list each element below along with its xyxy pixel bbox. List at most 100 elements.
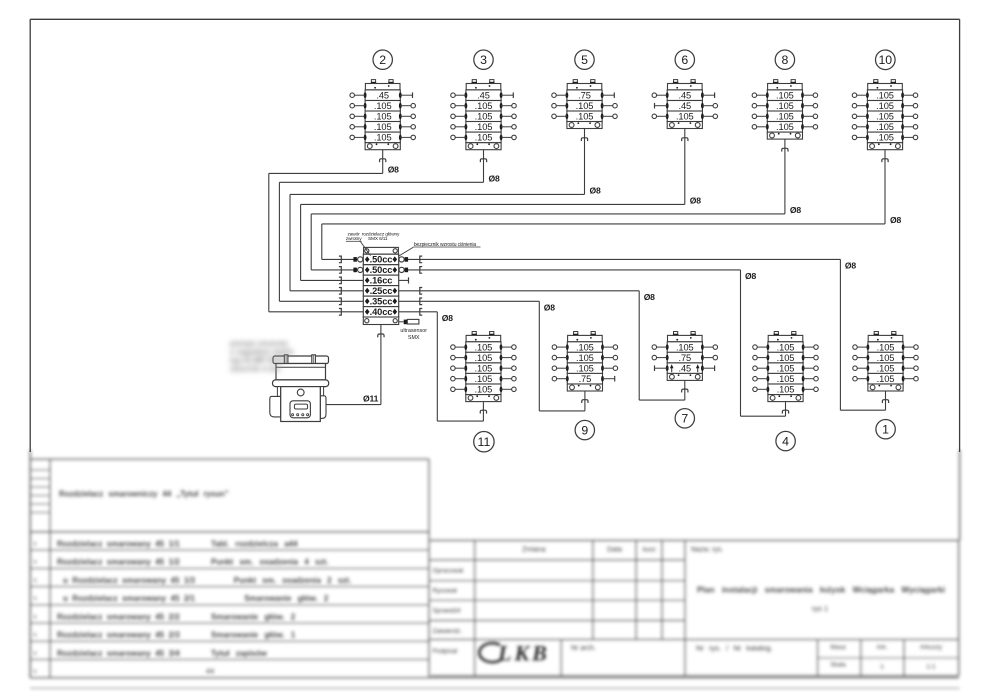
svg-text:Smarowanie głów. 2: Smarowanie głów. 2 [211,613,296,622]
svg-text:6: 6 [681,53,688,67]
svg-text:ultrasensor: ultrasensor [400,328,427,334]
svg-text:.105: .105 [877,374,895,384]
svg-text:s: s [34,596,37,602]
svg-text:Ø8: Ø8 [890,215,901,225]
svg-text:Ø8: Ø8 [644,292,655,302]
svg-text:rozdzielacz główny: rozdzielacz główny [362,231,400,237]
svg-text:.105: .105 [576,342,594,352]
svg-text:.105: .105 [877,363,895,373]
svg-text:.75: .75 [578,90,591,100]
svg-text:.105: .105 [676,342,694,352]
svg-text:.105: .105 [877,353,895,363]
svg-text:.105: .105 [475,112,493,122]
svg-text:Smarowanie głów. 1: Smarowanie głów. 1 [211,631,296,640]
svg-text:.105: .105 [374,122,392,132]
svg-text:.45: .45 [678,101,691,111]
svg-text:.105: .105 [777,374,795,384]
svg-text:.105: .105 [776,112,794,122]
svg-text:zawór: zawór [347,231,360,237]
svg-text:.75: .75 [678,353,691,363]
svg-text:.105: .105 [776,122,794,132]
svg-text:.105: .105 [576,363,594,373]
svg-text:LKB: LKB [497,641,550,666]
svg-text:typ ELMP 0504: typ ELMP 0504 [230,356,286,365]
svg-text:.45: .45 [678,90,691,100]
svg-text:10: 10 [878,53,892,67]
svg-text:.105: .105 [777,363,795,373]
svg-text:Ilość: Ilość [642,547,656,554]
svg-text:SMX 6/11: SMX 6/11 [368,236,388,242]
svg-text:zwrotny: zwrotny [346,236,363,242]
svg-text:.105: .105 [876,112,894,122]
svg-text:s: s [34,541,37,547]
svg-text:z napędem elektr.: z napędem elektr. [230,348,295,357]
svg-text:s: s [34,669,37,675]
svg-text:.105: .105 [877,342,895,352]
svg-text:Ø8: Ø8 [388,164,399,174]
svg-text:Ark.: Ark. [876,644,887,651]
svg-text:.105: .105 [475,122,493,132]
svg-text:Ø8: Ø8 [690,195,701,205]
svg-text:.50cc: .50cc [370,255,393,265]
svg-text:Zmiana: Zmiana [522,547,545,554]
svg-text:Ø8: Ø8 [745,271,756,281]
svg-text:Smarowanie głów. 2: Smarowanie głów. 2 [244,594,329,603]
svg-text:.25cc: .25cc [370,286,393,296]
svg-text:Ø8: Ø8 [845,261,856,271]
svg-text:1: 1 [880,664,884,671]
svg-text:rys 1: rys 1 [812,604,828,613]
svg-text:1:1: 1:1 [926,664,935,671]
svg-text:3: 3 [480,53,487,67]
svg-text:.105: .105 [475,342,493,352]
svg-text:Nazw. rys.: Nazw. rys. [691,547,723,554]
svg-text:bezpiecznik wzrostu ciśnienia: bezpiecznik wzrostu ciśnienia [414,242,476,248]
svg-text:.105: .105 [475,363,493,373]
svg-text:.105: .105 [876,90,894,100]
svg-text:Rozdzielacz smarowniczy 44: Rozdzielacz smarowniczy 44 „Tytuł rysun” [59,490,229,499]
svg-text:SMX: SMX [408,335,420,341]
svg-text:Tytuł zapisów: Tytuł zapisów [211,649,268,658]
svg-text:.105: .105 [777,353,795,363]
svg-text:.105: .105 [374,133,392,143]
svg-text:pompa smarow.: pompa smarow. [230,339,289,348]
svg-text:u Rozdzielacz smarowany 45: u Rozdzielacz smarowany 45 2/1 [63,594,196,603]
svg-text:Rozdzielacz smarowany 45 1/: Rozdzielacz smarowany 45 1/1 [57,540,180,549]
svg-text:.105: .105 [475,374,493,384]
svg-text:Nr arch.: Nr arch. [571,645,596,652]
svg-text:.40cc: .40cc [370,307,393,317]
svg-text:Plan instalacji smarowania: Plan instalacji smarowania łożysk Wciąga… [697,585,945,595]
svg-text:Ø8: Ø8 [544,303,555,313]
svg-text:Opracował: Opracował [433,568,464,575]
svg-text:44: 44 [206,666,214,675]
svg-text:9: 9 [581,423,588,437]
svg-text:11: 11 [478,435,491,449]
svg-text:Ø8: Ø8 [790,205,801,215]
svg-text:s: s [34,560,37,566]
svg-text:.105: .105 [676,112,694,122]
svg-text:.35cc: .35cc [370,297,393,307]
svg-text:.105: .105 [776,90,794,100]
svg-text:5: 5 [581,53,588,67]
svg-text:.16cc: .16cc [370,276,393,286]
svg-text:.105: .105 [576,353,594,363]
svg-text:8: 8 [781,53,788,67]
svg-text:.45: .45 [477,90,490,100]
svg-text:Data: Data [607,547,622,554]
svg-text:.75: .75 [579,374,592,384]
svg-text:s: s [34,633,37,639]
svg-text:.105: .105 [777,342,795,352]
svg-text:zbiornik 4 dm: zbiornik 4 dm [230,365,280,374]
svg-text:Ø8: Ø8 [590,185,601,195]
svg-text:Ø8: Ø8 [489,173,500,183]
svg-text:.45: .45 [678,363,691,373]
svg-text:.105: .105 [374,112,392,122]
svg-text:Punkt sm. osadzenia 2 szt.: Punkt sm. osadzenia 2 szt. [234,576,351,585]
svg-text:u Rozdzielacz smarowany 45: u Rozdzielacz smarowany 45 1/3 [63,576,196,585]
svg-text:.105: .105 [475,101,493,111]
svg-text:.45: .45 [376,90,389,100]
svg-text:.105: .105 [776,101,794,111]
svg-text:Rozdzielacz smarowany 45 1/: Rozdzielacz smarowany 45 1/2 [57,558,180,567]
svg-text:4: 4 [782,434,789,448]
svg-text:s: s [34,651,37,657]
svg-text:Zatwierdz.: Zatwierdz. [433,628,463,635]
